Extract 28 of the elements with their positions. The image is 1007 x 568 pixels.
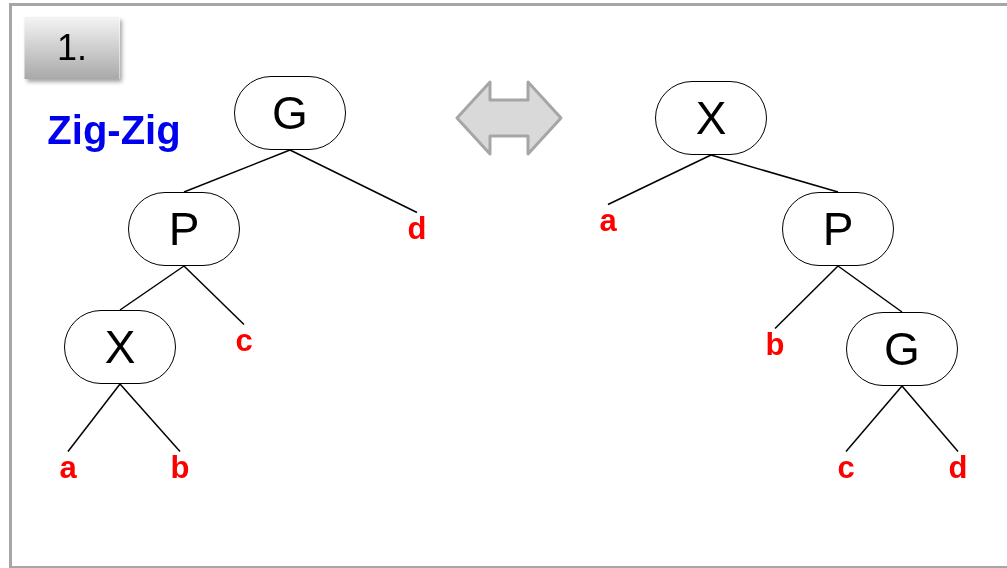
- tree-node: G: [846, 312, 958, 386]
- tree-branch-line: [183, 265, 245, 326]
- step-number-box: 1.: [24, 17, 120, 79]
- tree-branch-line: [901, 385, 959, 453]
- tree-branch-line: [119, 383, 181, 453]
- tree-branch-line: [845, 385, 903, 453]
- subtree-label: d: [946, 451, 970, 483]
- subtree-label: c: [835, 451, 857, 483]
- subtree-label: c: [233, 324, 255, 356]
- tree-branch-line: [289, 149, 418, 214]
- subtree-label: b: [763, 328, 787, 360]
- tree-branch-line: [774, 265, 839, 330]
- tree-branch-line: [119, 265, 185, 311]
- tree-branch-line: [183, 149, 291, 193]
- tree-branch-line: [710, 154, 839, 193]
- tree-node: P: [128, 192, 240, 266]
- tree-branch-line: [837, 265, 903, 313]
- diagram-title: Zig-Zig: [47, 107, 181, 153]
- subtree-label: a: [57, 451, 79, 483]
- tree-node: G: [234, 76, 346, 150]
- tree-node: X: [655, 81, 767, 155]
- subtree-label: b: [168, 451, 192, 483]
- tree-node: X: [64, 310, 176, 384]
- tree-branch-line: [67, 383, 121, 453]
- tree-node: P: [782, 192, 894, 266]
- subtree-label: a: [597, 204, 619, 236]
- tree-branch-line: [607, 154, 712, 206]
- subtree-label: d: [405, 212, 429, 244]
